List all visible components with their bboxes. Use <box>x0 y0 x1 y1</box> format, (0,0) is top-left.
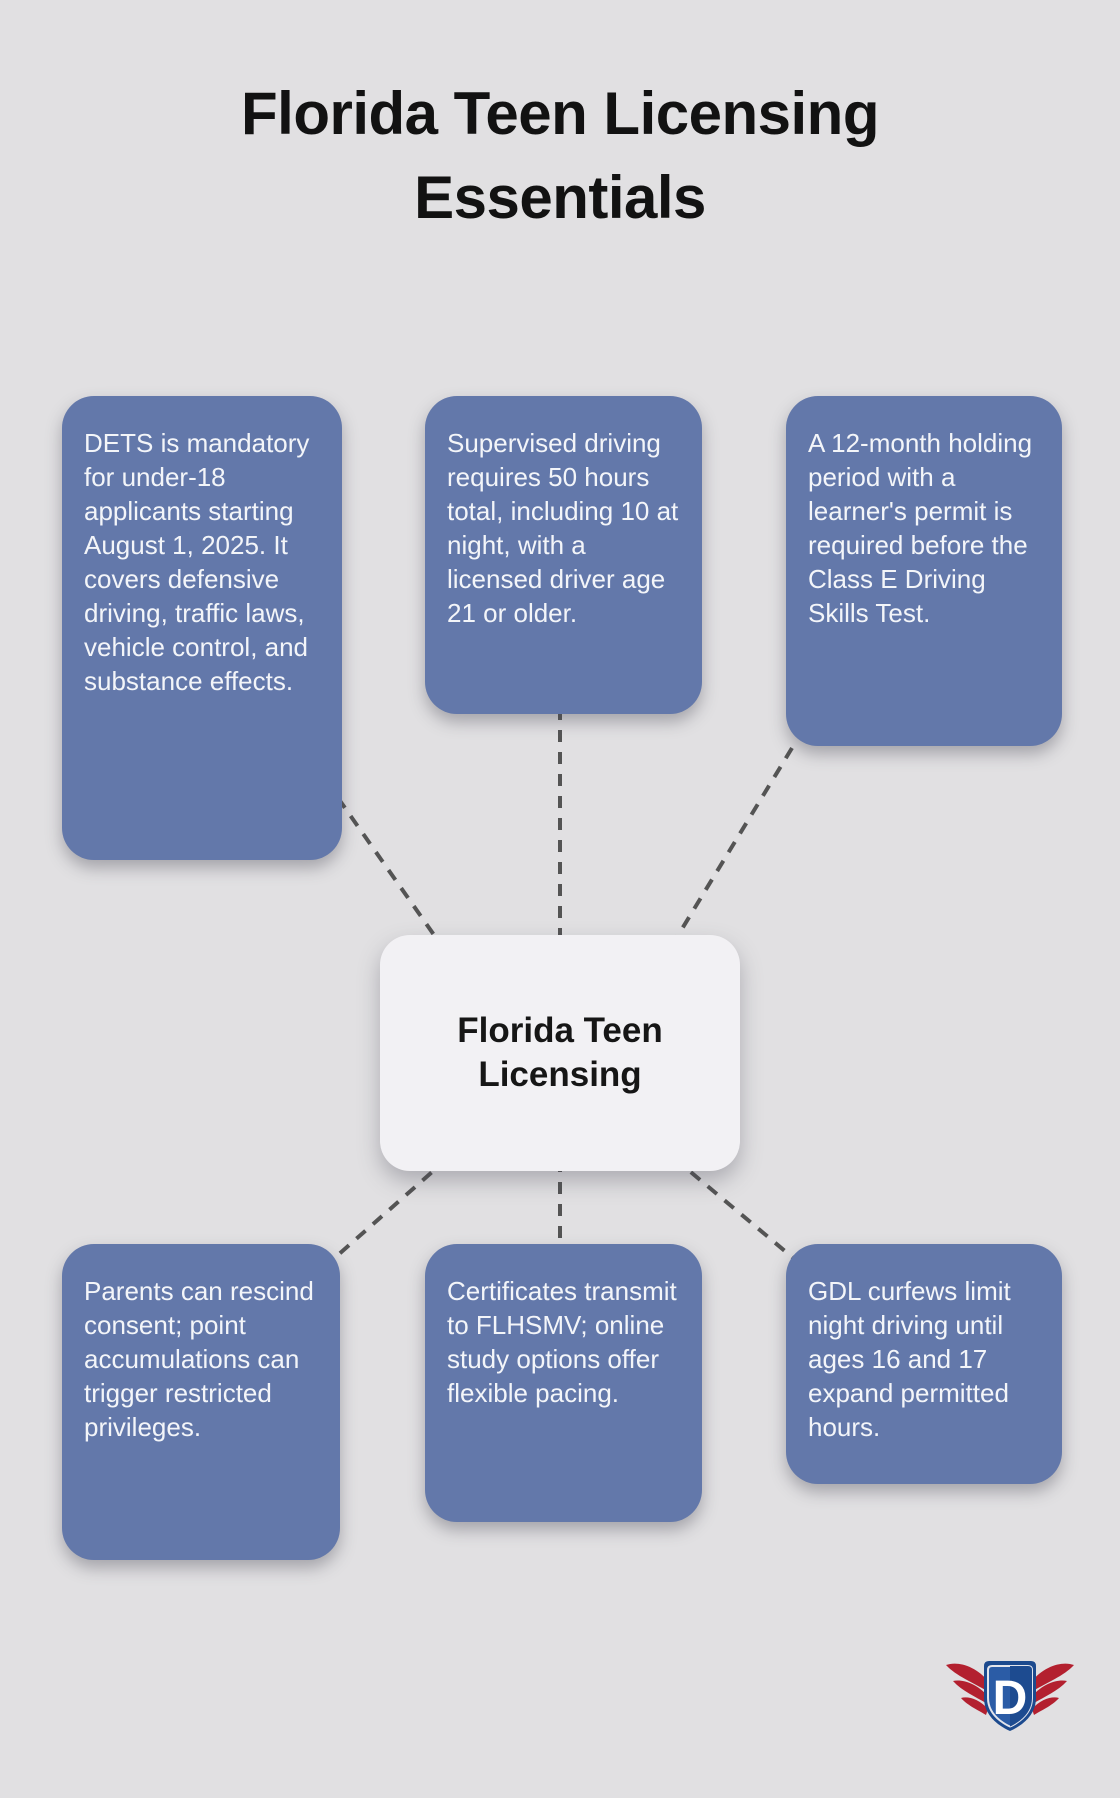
logo-letter: D <box>993 1672 1028 1725</box>
connector-bottom-right <box>672 1156 800 1264</box>
wing-left-icon <box>946 1663 989 1715</box>
info-card-text: GDL curfews limit night driving until ag… <box>808 1276 1011 1442</box>
central-topic-label: Florida Teen Licensing <box>457 1011 663 1094</box>
page-title: Florida Teen Licensing Essentials <box>241 80 879 231</box>
wing-right-icon <box>1031 1663 1074 1715</box>
info-card-dets-requirement: DETS is mandatory for under-18 applicant… <box>62 396 342 860</box>
info-card-text: Supervised driving requires 50 hours tot… <box>447 428 679 628</box>
info-card-certificates: Certificates transmit to FLHSMV; online … <box>425 1244 702 1522</box>
info-card-text: Parents can rescind consent; point accum… <box>84 1276 314 1442</box>
winged-shield-logo-icon: D <box>946 1661 1074 1731</box>
info-card-parental-consent: Parents can rescind consent; point accum… <box>62 1244 340 1560</box>
info-card-text: A 12-month holding period with a learner… <box>808 428 1033 628</box>
central-topic-node: Florida Teen Licensing <box>380 935 740 1171</box>
info-card-supervised-driving: Supervised driving requires 50 hours tot… <box>425 396 702 714</box>
connector-bottom-left <box>328 1156 450 1264</box>
info-card-holding-period: A 12-month holding period with a learner… <box>786 396 1062 746</box>
connector-top-right <box>658 746 794 967</box>
info-card-gdl-curfews: GDL curfews limit night driving until ag… <box>786 1244 1062 1484</box>
shield-icon: D <box>984 1661 1036 1731</box>
brand-logo: D <box>943 1655 1077 1737</box>
info-card-text: Certificates transmit to FLHSMV; online … <box>447 1276 677 1408</box>
info-card-text: DETS is mandatory for under-18 applicant… <box>84 428 310 696</box>
